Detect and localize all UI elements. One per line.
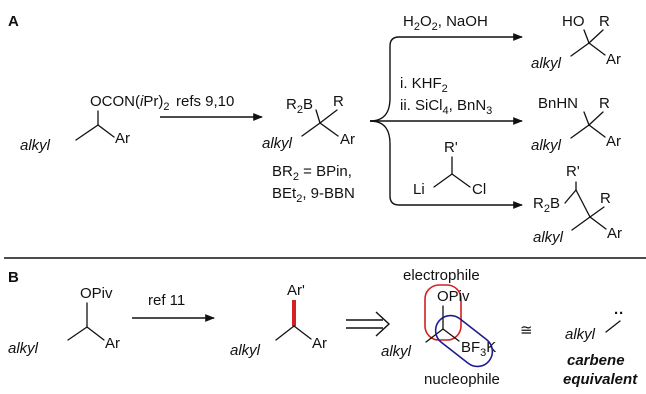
a-prod1-alkyl: alkyl — [531, 55, 562, 72]
a-prod2-alkyl: alkyl — [531, 137, 562, 154]
b-synthon: electrophile OPiv alkyl BF3K nucleophile — [381, 267, 500, 388]
b-synthon-bf3k: BF — [461, 339, 480, 356]
a-prod2-ar: Ar — [606, 133, 621, 150]
b-arylated-product: Ar' alkyl Ar — [230, 282, 327, 359]
a-product-homologated-boronate: R' R2B R alkyl Ar — [533, 163, 622, 246]
a-prod3-r2b: R — [533, 195, 544, 212]
a-arrow1-label: refs 9,10 — [176, 93, 234, 110]
a-boronate-alkyl: alkyl — [262, 135, 293, 152]
b-approx-symbol: ≅ — [520, 322, 533, 339]
a-prod3-ar: Ar — [607, 225, 622, 242]
b-carbene-caption-line2: equivalent — [563, 371, 638, 388]
panel-a-label: A — [8, 13, 19, 30]
b-starting-pivalate: OPiv alkyl Ar — [8, 285, 120, 357]
panel-b-label: B — [8, 269, 19, 286]
a-prod3-alkyl: alkyl — [533, 229, 564, 246]
a-boronate-r2b: R — [286, 96, 297, 113]
svg-text:R2B: R2B — [533, 195, 560, 215]
a-br2-def-line2: BEt2, 9-BBN — [272, 185, 355, 205]
a-boronate-r: R — [333, 93, 344, 110]
a-br2-def-line1: BR2 = BPin, — [272, 163, 352, 183]
b-nucleophile-oval — [434, 314, 494, 368]
a-sm-substituent: OCON( — [90, 93, 140, 110]
b-prod-alkyl: alkyl — [230, 342, 261, 359]
b-electrophile-oval — [424, 284, 462, 341]
a-boronate-ar: Ar — [340, 131, 355, 148]
a-reagent3-chloroalkyllithium: R' Li Cl — [413, 139, 486, 198]
a-reagent3-li: Li — [413, 181, 425, 198]
a-prod3-rp: R' — [566, 163, 580, 180]
a-sm-ar: Ar — [115, 130, 130, 147]
a-branch-arrow-bottom — [369, 120, 523, 209]
b-prod-ar: Ar — [312, 335, 327, 352]
a-prod1-ar: Ar — [606, 51, 621, 68]
a-cond2-step2: ii. SiCl4, BnN3 — [400, 97, 492, 117]
b-electrophile-label: electrophile — [403, 267, 480, 284]
a-prod2-r: R — [599, 95, 610, 112]
a-prod2-bnhn: BnHN — [538, 95, 578, 112]
a-reagent3-rp: R' — [444, 139, 458, 156]
b-sm-opiv: OPiv — [80, 285, 113, 302]
b-synthon-alkyl: alkyl — [381, 343, 412, 360]
a-prod3-r: R — [600, 190, 611, 207]
b-arrow-label: ref 11 — [148, 292, 185, 309]
a-sm-alkyl: alkyl — [20, 137, 51, 154]
a-reagent3-cl: Cl — [472, 181, 486, 198]
b-nucleophile-label: nucleophile — [424, 371, 500, 388]
b-carbene-caption-line1: carbene — [567, 352, 625, 369]
a-branch-arrow-top — [369, 33, 523, 122]
b-synthon-opiv: OPiv — [437, 288, 470, 305]
b-carbene-equivalent: alkyl ·· carbene equivalent — [563, 305, 638, 388]
a-starting-carbamate: OCON(iPr)2 alkyl Ar — [20, 93, 169, 154]
a-product-alcohol: HO R alkyl Ar — [531, 13, 621, 72]
a-boronate: R2B R alkyl Ar — [262, 93, 355, 152]
b-prod-arp: Ar' — [287, 282, 305, 299]
a-cond1: H2O2, NaOH — [403, 13, 488, 33]
b-carbene-dots: ·· — [614, 305, 624, 322]
b-sm-ar: Ar — [105, 335, 120, 352]
svg-text:R2B: R2B — [286, 96, 313, 116]
a-prod1-r: R — [599, 13, 610, 30]
b-carbene-alkyl: alkyl — [565, 326, 596, 343]
b-sm-alkyl: alkyl — [8, 340, 39, 357]
svg-text:OCON(iPr)2: OCON(iPr)2 — [90, 93, 169, 113]
retrosynthetic-arrow — [346, 311, 391, 337]
a-prod1-ho: HO — [562, 13, 585, 30]
a-product-amine: BnHN R alkyl Ar — [531, 95, 621, 154]
a-cond2-step1: i. KHF2 — [400, 75, 448, 95]
